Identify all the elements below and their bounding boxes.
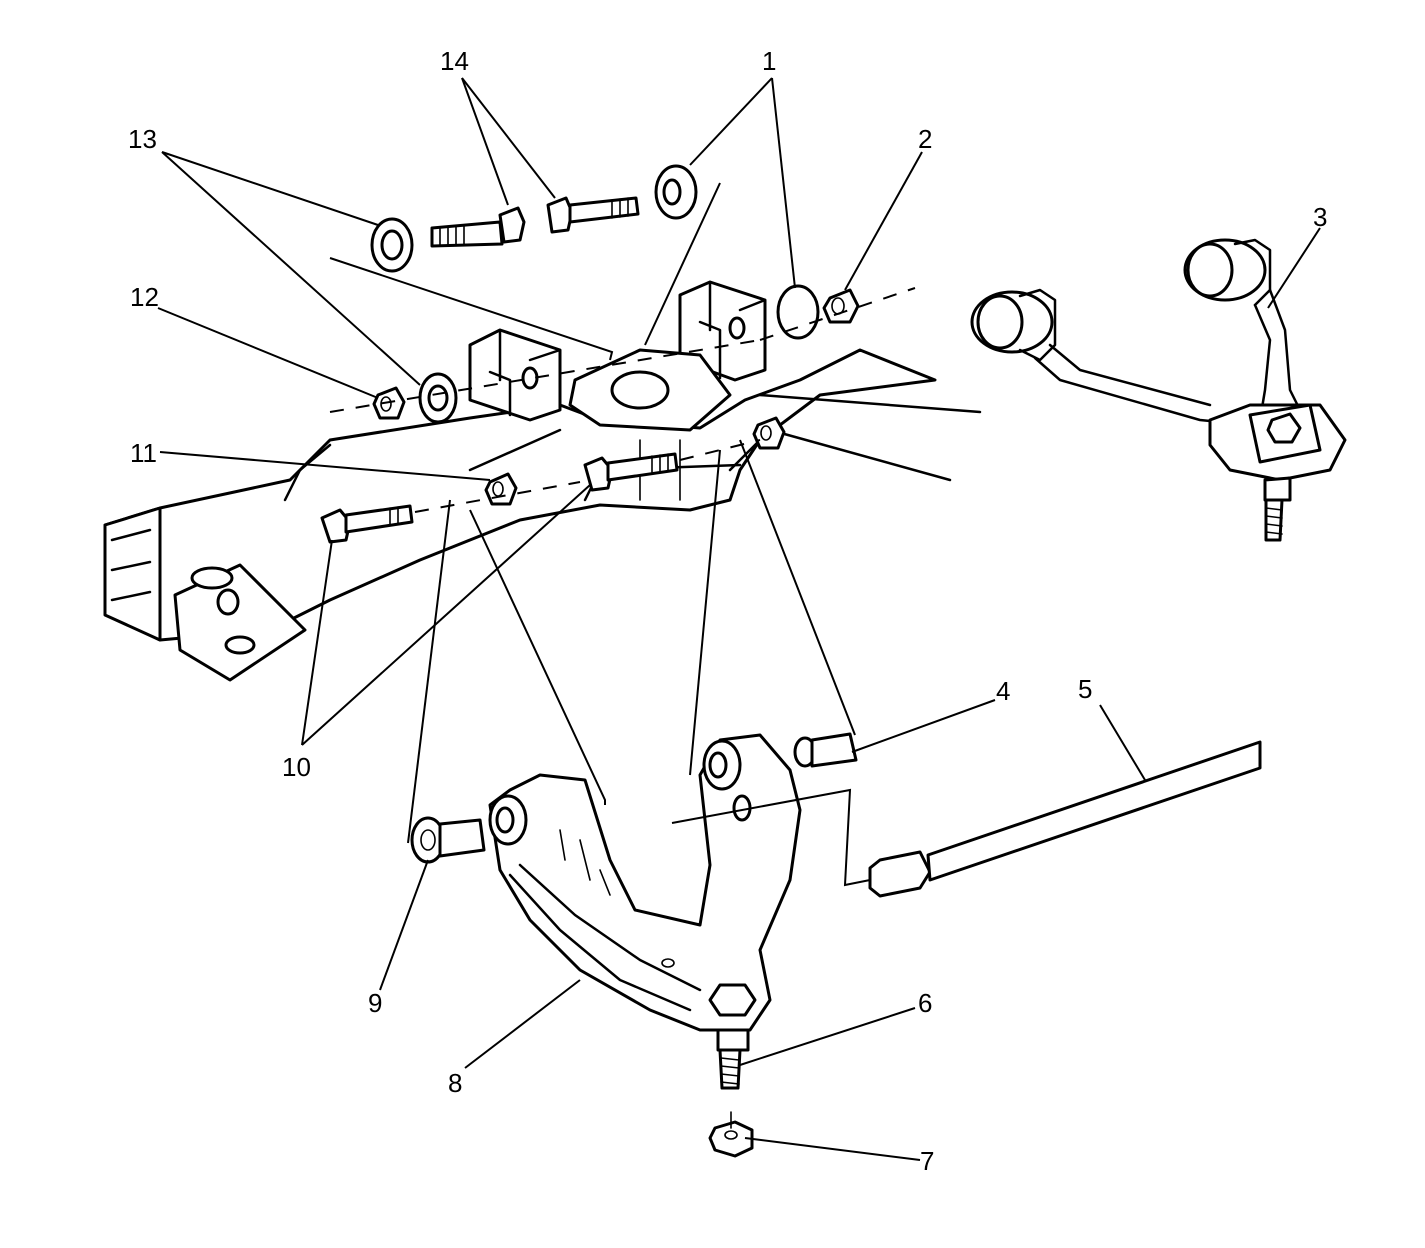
bolt-14-left [430, 206, 526, 248]
assembly-lines [329, 182, 871, 887]
washer-13-lower [418, 372, 458, 424]
ball-joint-stud [716, 1028, 750, 1090]
callout-12: 12 [130, 282, 159, 312]
lower-control-arm [488, 733, 802, 1032]
nut-11-rear [752, 416, 786, 450]
callout-3: 3 [1313, 202, 1327, 232]
washer-13-upper [370, 217, 414, 273]
callout-labels: 1 2 3 4 5 6 7 8 9 10 11 12 13 14 [128, 46, 1327, 1176]
washer-1-lower [776, 284, 820, 340]
bushing-4 [793, 732, 858, 768]
callout-10: 10 [282, 752, 311, 782]
callout-8: 8 [448, 1068, 462, 1098]
callout-2: 2 [918, 124, 932, 154]
nut-2 [822, 288, 860, 324]
callout-5: 5 [1078, 674, 1092, 704]
torsion-bar [868, 740, 1262, 898]
callout-7: 7 [920, 1146, 934, 1176]
axis-lines [329, 287, 916, 513]
callout-4: 4 [996, 676, 1010, 706]
bushing-9 [410, 816, 486, 864]
callout-11: 11 [130, 438, 157, 468]
callout-13: 13 [128, 124, 157, 154]
mount-plate [568, 348, 732, 432]
washer-1-upper [654, 164, 698, 220]
bolt-10-front [320, 504, 414, 544]
frame-crossmember [103, 348, 982, 682]
callout-9: 9 [368, 988, 382, 1018]
callout-6: 6 [918, 988, 932, 1018]
nut-7 [708, 1111, 754, 1158]
bolt-10-rear [583, 452, 679, 492]
frame-bracket-front [468, 328, 562, 422]
callout-leaders [157, 77, 1321, 1161]
callout-14: 14 [440, 46, 469, 76]
upper-control-arm [970, 238, 1347, 542]
callout-1: 1 [762, 46, 776, 76]
nut-11 [484, 472, 518, 506]
bolt-14-right [546, 196, 640, 234]
